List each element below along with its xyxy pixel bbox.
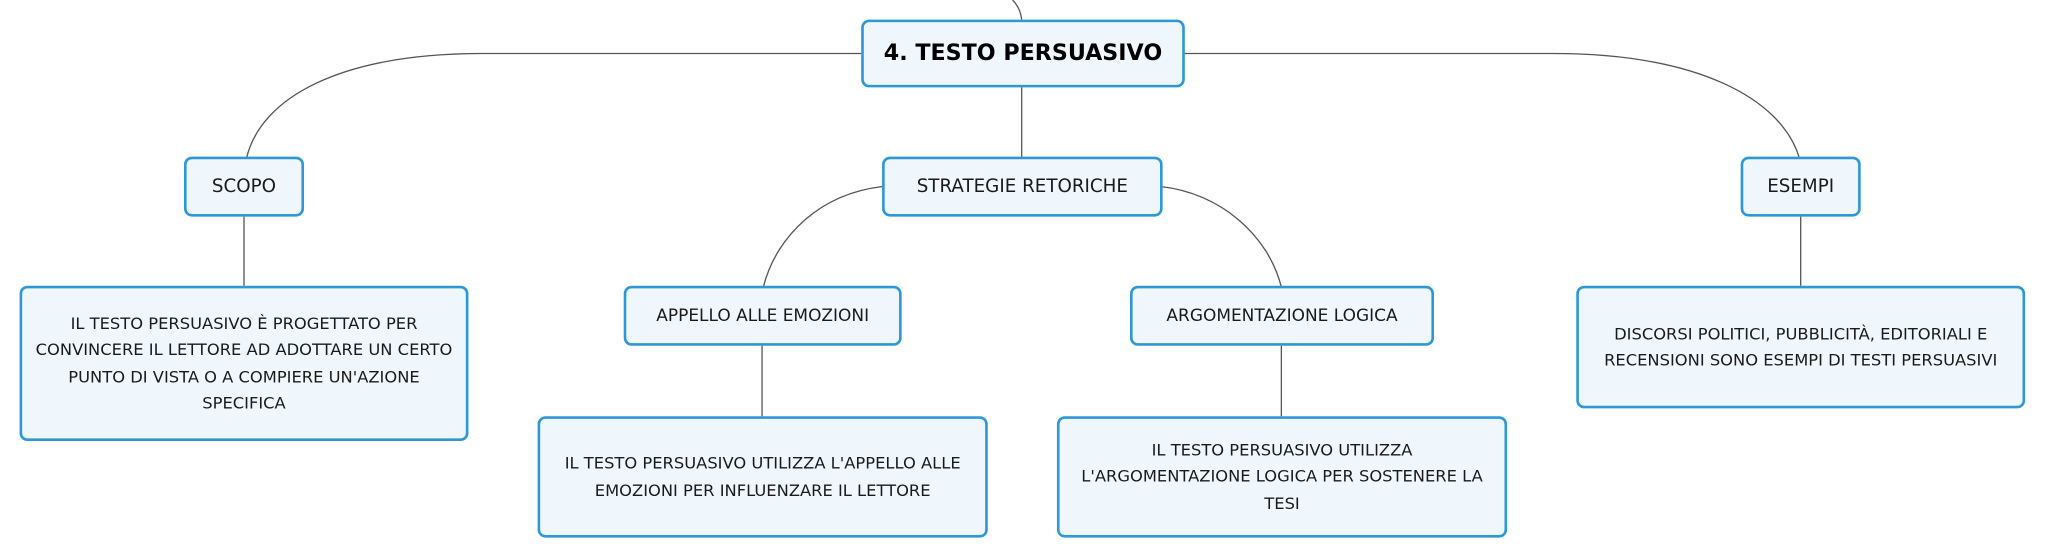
root-label: 4. TESTO PERSUASIVO (883, 40, 1163, 67)
root-node[interactable]: 4. TESTO PERSUASIVO (861, 19, 1185, 88)
sub-label-argomentazione-logica: ARGOMENTAZIONE LOGICA (1166, 305, 1398, 326)
sub-label-appello-emozioni: APPELLO ALLE EMOZIONI (656, 305, 870, 326)
detail-node-scopo[interactable]: IL TESTO PERSUASIVO È PROGETTATO PER CON… (19, 285, 469, 442)
detail-text-scopo: IL TESTO PERSUASIVO È PROGETTATO PER CON… (35, 313, 453, 413)
connector-strategie-to-logica (1161, 185, 1282, 288)
detail-node-esempi[interactable]: DISCORSI POLITICI, PUBBLICITÀ, EDITORIAL… (1576, 285, 2026, 409)
connector-root-to-scopo (245, 52, 862, 159)
detail-node-argomentazione-logica[interactable]: IL TESTO PERSUASIVO UTILIZZA L'ARGOMENTA… (1056, 416, 1508, 538)
sub-node-appello-emozioni[interactable]: APPELLO ALLE EMOZIONI (623, 285, 902, 346)
detail-text-appello-emozioni: IL TESTO PERSUASIVO UTILIZZA L'APPELLO A… (564, 453, 961, 500)
detail-node-appello-emozioni[interactable]: IL TESTO PERSUASIVO UTILIZZA L'APPELLO A… (537, 416, 988, 538)
detail-text-argomentazione-logica: IL TESTO PERSUASIVO UTILIZZA L'ARGOMENTA… (1081, 439, 1483, 513)
branch-node-esempi[interactable]: ESEMPI (1740, 156, 1861, 217)
branch-node-scopo[interactable]: SCOPO (183, 156, 305, 217)
sub-node-argomentazione-logica[interactable]: ARGOMENTAZIONE LOGICA (1130, 285, 1435, 346)
branch-node-strategie-retoriche[interactable]: STRATEGIE RETORICHE (882, 156, 1163, 217)
connector-root-to-esempi (1183, 52, 1801, 159)
branch-label-esempi: ESEMPI (1767, 176, 1835, 198)
connector-parent-to-root (1012, 0, 1023, 20)
detail-text-esempi: DISCORSI POLITICI, PUBBLICITÀ, EDITORIAL… (1604, 323, 1998, 370)
branch-label-strategie-retoriche: STRATEGIE RETORICHE (916, 176, 1128, 198)
branch-label-scopo: SCOPO (211, 176, 277, 198)
connector-strategie-to-emozioni (762, 185, 883, 288)
